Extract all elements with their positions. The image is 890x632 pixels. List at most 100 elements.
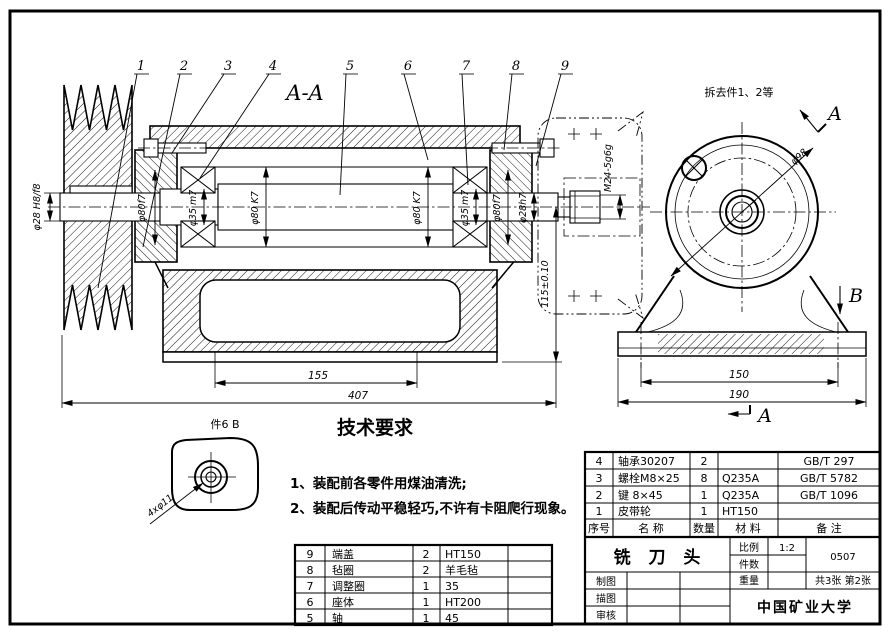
svg-text:端盖: 端盖 (332, 547, 354, 561)
svg-text:Q235A: Q235A (722, 472, 760, 485)
detail-label: 件6 B (210, 418, 239, 431)
bom-header-material: 材 料 (735, 521, 761, 535)
svg-text:皮带轮: 皮带轮 (618, 504, 651, 518)
bom-row: 8 (307, 564, 314, 577)
svg-text:调整圈: 调整圈 (332, 579, 365, 593)
bom-row: 3 (596, 472, 603, 485)
right-cap-bolt (486, 138, 562, 158)
balloon-8: 8 (512, 59, 520, 74)
view-labels: A-A 拆去件1、2等 A B A 件6 B (210, 81, 863, 431)
weight-label: 重量 (739, 574, 759, 587)
dim-115: 115±0.10 (540, 260, 551, 307)
left-bearing (180, 166, 216, 248)
bom-row: 7 (307, 580, 314, 593)
section-arrow-bottom (727, 405, 751, 417)
bom-header-note: 备 注 (816, 521, 842, 535)
balloon-callouts: 1 2 3 4 5 6 7 8 9 (97, 59, 573, 289)
bom-row: 2 (596, 489, 603, 502)
svg-text:HT150: HT150 (445, 548, 481, 561)
dim-shaft-end: φ28h7 (518, 193, 529, 223)
svg-text:8: 8 (701, 472, 708, 485)
traced-label: 描图 (596, 592, 616, 605)
dim-155: 155 (308, 370, 328, 382)
svg-text:1: 1 (423, 580, 430, 593)
svg-text:Q235A: Q235A (722, 489, 760, 502)
dim-thread: M24-5g6g (603, 144, 614, 192)
svg-text:1: 1 (423, 596, 430, 609)
svg-text:HT150: HT150 (722, 505, 758, 518)
dim-left-cap: φ80f7 (137, 194, 148, 222)
balloon-3: 3 (224, 59, 232, 74)
svg-text:HT200: HT200 (445, 596, 481, 609)
tech-req-item-2: 2、装配后传动平稳轻巧,不许有卡阻爬行现象。 (290, 500, 575, 517)
svg-text:GB/T 1096: GB/T 1096 (800, 489, 858, 502)
svg-text:2: 2 (423, 564, 430, 577)
letter-a-bottom: A (756, 405, 772, 427)
organization: 中国矿业大学 (757, 599, 853, 616)
svg-text:1: 1 (701, 489, 708, 502)
bom-row: 5 (307, 612, 314, 625)
bom-header-no: 序号 (588, 521, 610, 535)
title-block: 4 轴承30207 2 GB/T 297 3 螺栓M8×25 8 Q235A G… (583, 450, 882, 626)
detail-view-b (149, 436, 259, 525)
bom-header-name: 名 称 (638, 521, 664, 535)
section-label: A-A (284, 81, 323, 105)
scale-label: 比例 (739, 541, 759, 554)
bom-row: 1 (596, 505, 603, 518)
bom-row: 4 (596, 455, 603, 468)
front-view-note: 拆去件1、2等 (705, 85, 774, 99)
dim-150: 150 (729, 369, 749, 381)
svg-text:键 8×45: 键 8×45 (618, 488, 663, 502)
svg-text:35: 35 (445, 580, 459, 593)
drawing-title: 铣 刀 头 (614, 547, 707, 568)
letter-a-top: A (826, 103, 842, 125)
dim-left-bearing: φ35 m7 (188, 190, 199, 227)
svg-text:2: 2 (423, 548, 430, 561)
balloon-5: 5 (346, 59, 354, 74)
dim-bore-pulley: φ28 H8/f8 (32, 183, 43, 230)
checked-label: 审核 (596, 609, 616, 622)
front-base (617, 275, 867, 368)
svg-text:45: 45 (445, 612, 459, 625)
svg-text:轴承30207: 轴承30207 (618, 454, 675, 468)
tech-requirements: 技术要求 1、装配前各零件用煤油清洗; 2、装配后传动平稳轻巧,不许有卡阻爬行现… (290, 416, 575, 517)
svg-text:毡圈: 毡圈 (332, 564, 354, 577)
svg-text:座体: 座体 (332, 595, 354, 609)
svg-text:1: 1 (423, 612, 430, 625)
qty-label: 件数 (739, 558, 759, 571)
dim-190: 190 (729, 389, 749, 401)
tech-req-title: 技术要求 (337, 416, 414, 439)
svg-text:GB/T 5782: GB/T 5782 (800, 472, 858, 485)
balloon-6: 6 (404, 59, 412, 74)
sheet-info: 共3张 第2张 (815, 574, 871, 587)
drawing-code: 0507 (830, 552, 855, 563)
section-view-a-a (48, 84, 650, 363)
svg-text:羊毛毡: 羊毛毡 (445, 563, 478, 577)
svg-text:轴: 轴 (332, 611, 343, 625)
phantom-cutter-outline (537, 110, 644, 320)
left-cap-bolt (138, 138, 218, 158)
svg-text:螺栓M8×25: 螺栓M8×25 (618, 471, 680, 485)
balloon-7: 7 (462, 59, 471, 74)
dim-bore-right: φ80 K7 (412, 191, 423, 225)
bom-header-qty: 数量 (693, 522, 715, 535)
bom-row: 9 (307, 548, 314, 561)
balloon-4: 4 (268, 59, 277, 74)
drawn-label: 制图 (596, 575, 616, 588)
svg-text:1: 1 (701, 505, 708, 518)
scale-value: 1:2 (779, 543, 795, 554)
balloon-2: 2 (179, 59, 188, 74)
balloon-9: 9 (561, 59, 569, 74)
right-bearing (452, 166, 488, 248)
tech-req-item-1: 1、装配前各零件用煤油清洗; (290, 475, 467, 492)
dim-407: 407 (348, 390, 368, 402)
section-arrow-top (799, 109, 827, 133)
svg-text:2: 2 (701, 455, 708, 468)
dimension-lines (44, 147, 867, 408)
balloon-1: 1 (137, 59, 145, 74)
bom-left-table: 9 端盖 2 HT150 8 毡圈 2 羊毛毡 7 调整圈 1 35 6 座体 … (293, 543, 554, 627)
dim-right-cap: φ80f7 (492, 194, 503, 222)
detail-outline (171, 436, 259, 511)
